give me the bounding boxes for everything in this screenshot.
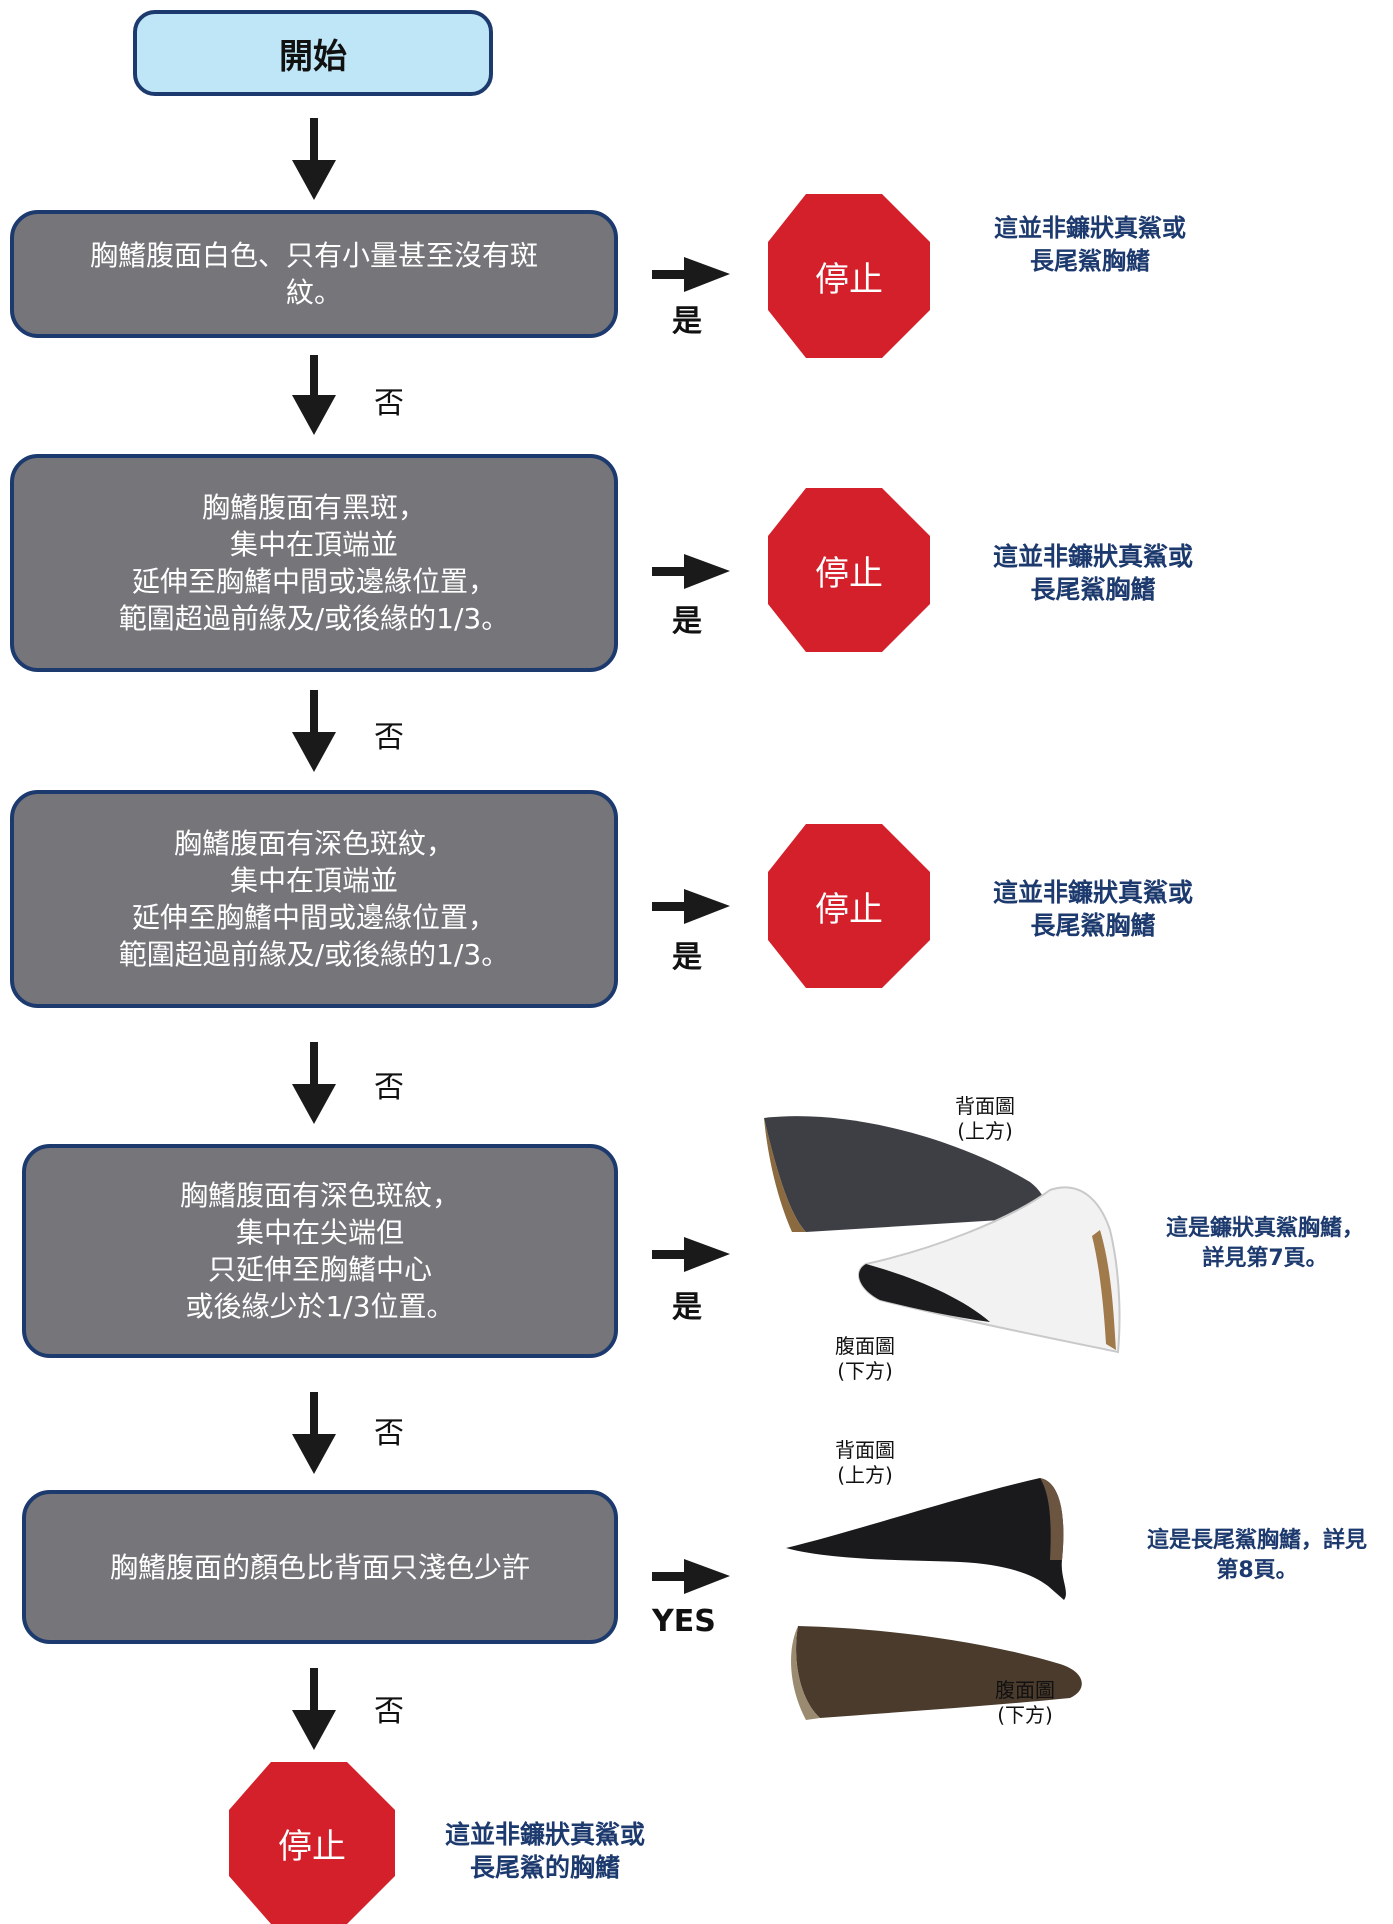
question-line: 延伸至胸鰭中間或邊緣位置， [131, 565, 496, 598]
no-label-5: 否 [374, 1694, 404, 1729]
caption-line: 腹面圖 [995, 1678, 1055, 1702]
question-box-1: 胸鰭腹面白色、只有小量甚至沒有斑 紋。 [10, 210, 618, 338]
note-line: 詳見第7頁。 [1202, 1246, 1328, 1271]
question-box-2: 胸鰭腹面有黑斑， 集中在頂端並 延伸至胸鰭中間或邊緣位置， 範圍超過前緣及/或後… [10, 454, 618, 672]
question-line: 胸鰭腹面的顏色比背面只淺色少許 [109, 1550, 530, 1584]
question-line: 胸鰭腹面有深色斑紋， [179, 1179, 460, 1212]
no-label-4: 否 [374, 1416, 404, 1451]
outcome-note-2: 這並非鐮狀真鯊或 長尾鯊胸鰭 [948, 540, 1238, 606]
stop-sign-icon [229, 1762, 395, 1924]
stop-label-3: 停止 [815, 889, 883, 930]
down-arrow-icon [292, 1392, 336, 1474]
stop-label-1: 停止 [815, 259, 883, 300]
start-box: 開始 [133, 10, 493, 96]
no-label-1: 否 [374, 386, 404, 421]
question-line: 範圍超過前緣及/或後緣的1/3。 [118, 602, 510, 635]
question-line: 胸鰭腹面有深色斑紋， [173, 827, 454, 860]
note-line: 長尾鯊胸鰭 [1030, 247, 1150, 275]
question-line: 紋。 [285, 276, 342, 309]
outcome-note-final: 這並非鐮狀真鯊或 長尾鯊的胸鰭 [400, 1818, 690, 1884]
outcome-note-5: 這是長尾鯊胸鰭，詳見 第8頁。 [1124, 1526, 1390, 1586]
question-line: 胸鰭腹面白色、只有小量甚至沒有斑 [89, 239, 538, 272]
question-box-3: 胸鰭腹面有深色斑紋， 集中在頂端並 延伸至胸鰭中間或邊緣位置， 範圍超過前緣及/… [10, 790, 618, 1008]
question-line: 只延伸至胸鰭中心 [207, 1253, 432, 1286]
question-line: 或後緣少於1/3位置。 [185, 1290, 455, 1323]
no-label-3: 否 [374, 1070, 404, 1105]
caption-line: 腹面圖 [835, 1334, 895, 1358]
yes-label-3: 是 [672, 940, 702, 975]
question-line: 範圍超過前緣及/或後緣的1/3。 [118, 938, 510, 971]
ventral-fin-image [858, 1186, 1121, 1354]
dorsal-caption-2: 背面圖 (上方) [820, 1438, 910, 1488]
note-line: 這並非鐮狀真鯊或 [994, 214, 1186, 242]
no-label-2: 否 [374, 720, 404, 755]
note-line: 長尾鯊胸鰭 [1030, 911, 1156, 940]
outcome-note-4: 這是鐮狀真鯊胸鰭， 詳見第7頁。 [1140, 1214, 1390, 1274]
note-line: 這是鐮狀真鯊胸鰭， [1165, 1216, 1364, 1241]
note-line: 這並非鐮狀真鯊或 [992, 878, 1193, 907]
down-arrow-icon [292, 1042, 336, 1124]
caption-line: (下方) [997, 1703, 1053, 1727]
ventral-caption-2: 腹面圖 (下方) [980, 1678, 1070, 1728]
note-line: 長尾鯊胸鰭 [1030, 575, 1156, 604]
right-arrow-icon [652, 1237, 730, 1272]
question-box-5: 胸鰭腹面的顏色比背面只淺色少許 [22, 1490, 618, 1644]
right-arrow-icon [652, 889, 730, 924]
stop-sign-icon [768, 824, 930, 988]
dorsal-fin-image [764, 1116, 1045, 1232]
yes-label-5: YES [652, 1604, 716, 1639]
down-arrow-icon [292, 355, 336, 435]
question-line: 胸鰭腹面有黑斑， [201, 491, 426, 524]
right-arrows [652, 257, 730, 1594]
ventral-fin-image [796, 1626, 1082, 1718]
stop-signs [229, 194, 930, 1924]
note-line: 這並非鐮狀真鯊或 [444, 1820, 645, 1849]
caption-line: (下方) [837, 1359, 893, 1383]
down-arrows [292, 118, 336, 1750]
caption-line: (上方) [957, 1119, 1013, 1143]
note-line: 這並非鐮狀真鯊或 [992, 542, 1193, 571]
question-line: 集中在尖端但 [235, 1216, 404, 1249]
right-arrow-icon [652, 554, 730, 589]
stop-label-final: 停止 [278, 1826, 346, 1867]
question-line: 集中在頂端並 [229, 528, 398, 561]
silky-shark-fin-images [764, 1116, 1121, 1354]
right-arrow-icon [652, 257, 730, 292]
ventral-caption-1: 腹面圖 (下方) [820, 1334, 910, 1384]
stop-sign-icon [768, 194, 930, 358]
stop-sign-icon [768, 488, 930, 652]
yes-label-4: 是 [672, 1290, 702, 1325]
note-line: 這是長尾鯊胸鰭，詳見 [1146, 1528, 1367, 1553]
caption-line: (上方) [837, 1463, 893, 1487]
caption-line: 背面圖 [955, 1094, 1015, 1118]
yes-label-2: 是 [672, 604, 702, 639]
caption-line: 背面圖 [835, 1438, 895, 1462]
outcome-note-1: 這並非鐮狀真鯊或 長尾鯊胸鰭 [960, 212, 1220, 278]
thresher-shark-fin-images [786, 1478, 1082, 1720]
question-line: 延伸至胸鰭中間或邊緣位置， [131, 901, 496, 934]
start-label: 開始 [279, 36, 347, 77]
stop-label-2: 停止 [815, 553, 883, 594]
note-line: 第8頁。 [1216, 1558, 1298, 1583]
down-arrow-icon [292, 690, 336, 772]
down-arrow-icon [292, 1668, 336, 1750]
outcome-note-3: 這並非鐮狀真鯊或 長尾鯊胸鰭 [948, 876, 1238, 942]
yes-label-1: 是 [672, 304, 702, 339]
dorsal-caption-1: 背面圖 (上方) [940, 1094, 1030, 1144]
dorsal-fin-image [786, 1478, 1066, 1600]
down-arrow-icon [292, 118, 336, 200]
right-arrow-icon [652, 1559, 730, 1594]
question-line: 集中在頂端並 [229, 864, 398, 897]
question-box-4: 胸鰭腹面有深色斑紋， 集中在尖端但 只延伸至胸鰭中心 或後緣少於1/3位置。 [22, 1144, 618, 1358]
note-line: 長尾鯊的胸鰭 [469, 1853, 620, 1882]
